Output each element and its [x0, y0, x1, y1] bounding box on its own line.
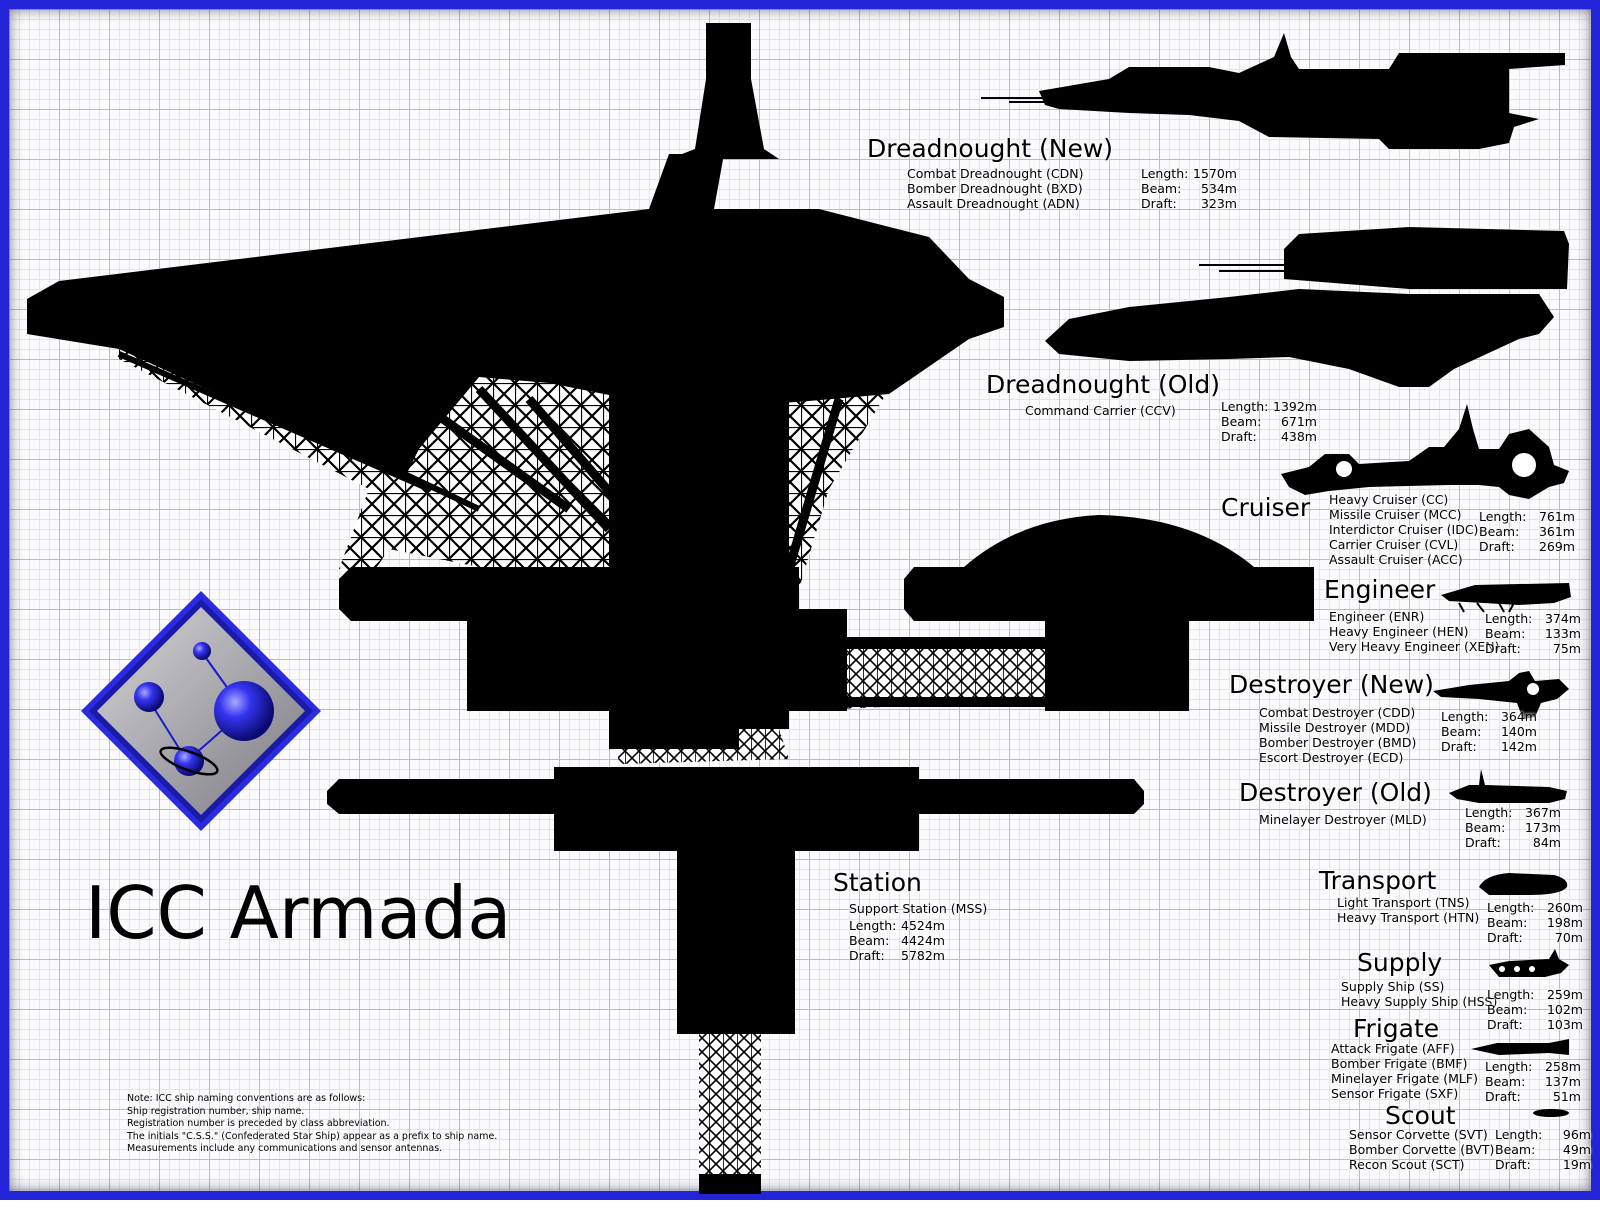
class-name-cruiser: Cruiser [1221, 493, 1311, 522]
stats-cruiser: Length:761m Beam:361m Draft:269m [1479, 509, 1575, 554]
destroyer-old-silhouette [1449, 769, 1567, 803]
armada-logo-icon [81, 591, 321, 831]
silhouettes [27, 23, 1571, 1194]
dreadnought-new-silhouette [981, 33, 1565, 149]
subtypes-dreadnought-new: Combat Dreadnought (CDN)Bomber Dreadnoug… [907, 166, 1084, 211]
naming-note: Note: ICC ship naming conventions are as… [127, 1093, 498, 1154]
stats-destroyer-new: Length:364m Beam:140m Draft:142m [1441, 709, 1537, 754]
stats-transport: Length:260m Beam:198m Draft:70m [1487, 900, 1583, 945]
subtypes-station: Support Station (MSS) [849, 901, 988, 916]
class-name-supply: Supply [1357, 948, 1443, 977]
subtypes-scout: Sensor Corvette (SVT)Bomber Corvette (BV… [1349, 1127, 1495, 1172]
destroyer-new-silhouette [1433, 671, 1569, 719]
subtypes-frigate: Attack Frigate (AFF)Bomber Frigate (BMF)… [1331, 1041, 1478, 1101]
scout-silhouette [1533, 1109, 1569, 1117]
class-name-scout: Scout [1385, 1101, 1456, 1130]
cruiser-silhouette [1281, 404, 1569, 499]
stats-dreadnought-new: Length:1570m Beam:534m Draft:323m [1141, 166, 1237, 211]
stats-station: Length:4524m Beam:4424m Draft:5782m [849, 918, 945, 963]
station-silhouette [27, 23, 1314, 1194]
class-name-dreadnought-new: Dreadnought (New) [867, 134, 1114, 163]
subtypes-destroyer-new: Combat Destroyer (CDD)Missile Destroyer … [1259, 705, 1417, 765]
class-name-destroyer-old: Destroyer (Old) [1239, 778, 1432, 807]
subtypes-supply: Supply Ship (SS)Heavy Supply Ship (HSS) [1341, 979, 1498, 1009]
subtypes-cruiser: Heavy Cruiser (CC)Missile Cruiser (MCC)I… [1329, 492, 1479, 567]
stats-frigate: Length:258m Beam:137m Draft:51m [1485, 1059, 1581, 1104]
class-name-transport: Transport [1319, 866, 1437, 895]
class-name-frigate: Frigate [1353, 1014, 1440, 1043]
subtypes-destroyer-old: Minelayer Destroyer (MLD) [1259, 812, 1427, 827]
stats-destroyer-old: Length:367m Beam:173m Draft:84m [1465, 805, 1561, 850]
supply-silhouette [1489, 949, 1569, 977]
transport-silhouette [1479, 873, 1568, 895]
class-name-engineer: Engineer [1324, 575, 1436, 604]
class-name-station: Station [833, 868, 922, 897]
subtypes-engineer: Engineer (ENR)Heavy Engineer (HEN)Very H… [1329, 609, 1500, 654]
engineer-silhouette [1441, 583, 1571, 613]
class-name-destroyer-new: Destroyer (New) [1229, 670, 1434, 699]
stats-dreadnought-old: Length:1392m Beam:671m Draft:438m [1221, 399, 1317, 444]
stats-scout: Length:96m Beam:49m Draft:19m [1495, 1127, 1591, 1172]
frigate-silhouette [1471, 1039, 1569, 1055]
subtypes-dreadnought-old: Command Carrier (CCV) [1025, 403, 1176, 418]
stats-supply: Length:259m Beam:102m Draft:103m [1487, 987, 1583, 1032]
subtypes-transport: Light Transport (TNS)Heavy Transport (HT… [1337, 895, 1480, 925]
dreadnought-old-silhouette [1045, 227, 1569, 387]
class-name-dreadnought-old: Dreadnought (Old) [986, 370, 1220, 399]
stats-engineer: Length:374m Beam:133m Draft:75m [1485, 611, 1581, 656]
page-title: ICC Armada [85, 871, 512, 955]
